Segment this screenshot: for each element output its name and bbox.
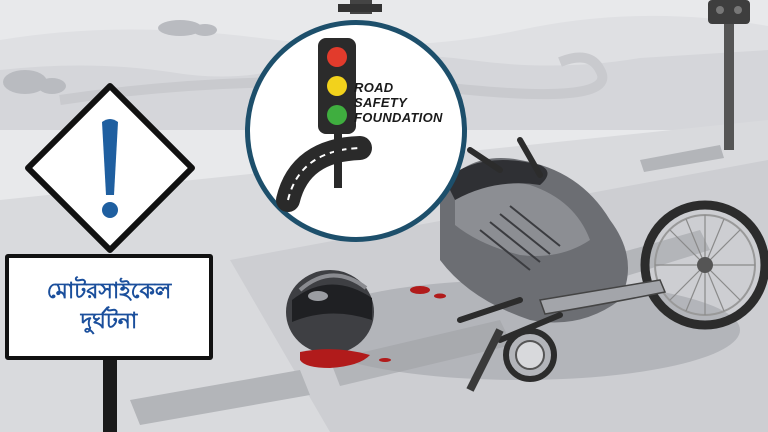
exclamation-icon: [102, 119, 118, 218]
yellow-light-icon: [327, 76, 347, 96]
traffic-light-icon: [708, 0, 750, 150]
green-light-icon: [327, 105, 347, 125]
logo-line-1: ROAD: [354, 80, 394, 95]
board-line-1: মোটরসাইকেল: [46, 279, 172, 304]
board-line-2: দুর্ঘটনা: [80, 309, 138, 334]
logo-line-3: FOUNDATION: [354, 110, 443, 125]
logo-line-2: SAFETY: [354, 95, 408, 110]
warning-board: মোটরসাইকেল দুর্ঘটনা: [5, 254, 213, 360]
red-light-icon: [327, 47, 347, 67]
motorcycle-icon: [440, 137, 768, 392]
helmet-icon: [286, 270, 374, 354]
blood-stain: [300, 286, 446, 368]
logo-text: ROAD SAFETY FOUNDATION: [354, 80, 443, 125]
